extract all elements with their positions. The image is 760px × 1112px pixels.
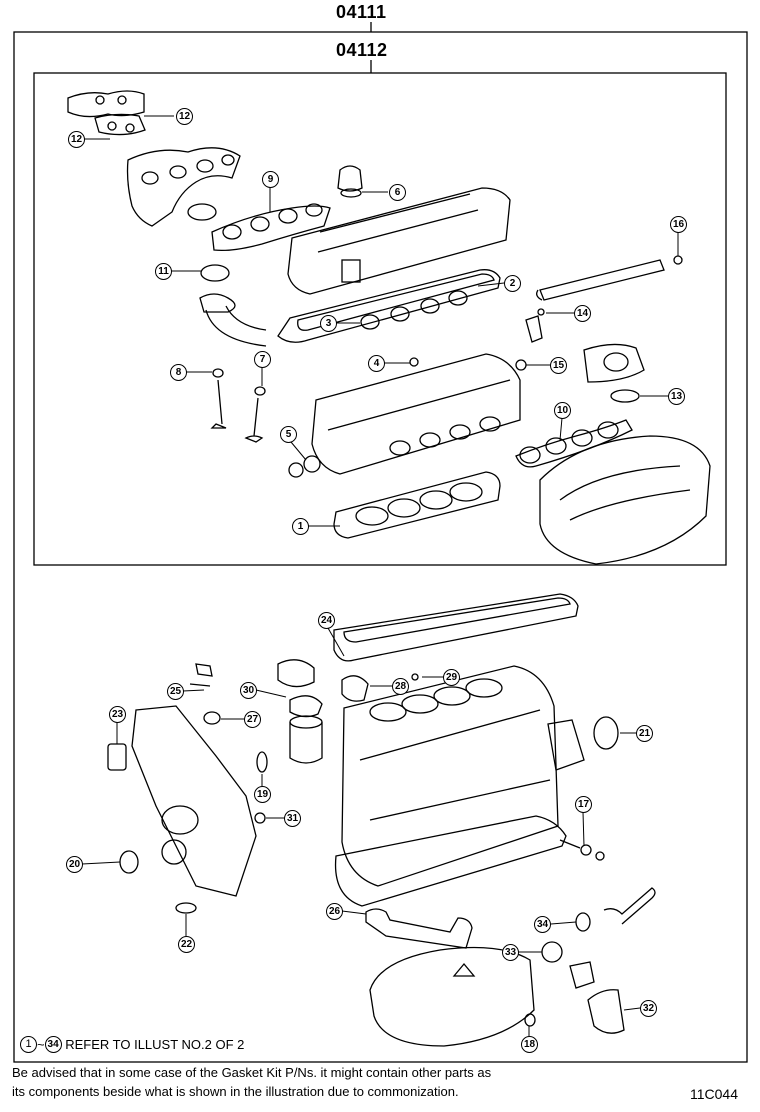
callout-32: 32 <box>640 1000 657 1017</box>
callout-19: 19 <box>254 786 271 803</box>
bracket-23 <box>107 743 127 771</box>
sensor-and-oring <box>515 308 545 371</box>
upper-section-frame <box>33 72 727 566</box>
callout-33: 33 <box>502 944 519 961</box>
oil-filler-cap <box>337 165 363 198</box>
refer-text: REFER TO ILLUST NO.2 OF 2 <box>65 1037 245 1053</box>
exhaust-manifold <box>126 147 241 227</box>
kit-number-inner: 04112 <box>336 40 388 60</box>
cylinder-block <box>341 665 559 887</box>
callout-20: 20 <box>66 856 83 873</box>
refer-to-badge: 34 <box>44 1036 62 1054</box>
callout-3: 3 <box>320 315 337 332</box>
footer-line-1: Be advised that in some case of the Gask… <box>12 1065 492 1080</box>
valves <box>210 368 266 443</box>
callout-34: 34 <box>534 916 551 933</box>
water-bypass-pipe <box>536 255 683 301</box>
oil-pan-gasket-upper <box>333 593 579 662</box>
callout-1: 1 <box>292 518 309 535</box>
exhaust-pipe <box>199 293 267 347</box>
callout-29: 29 <box>443 669 460 686</box>
callout-24: 24 <box>318 612 335 629</box>
callout-11: 11 <box>155 263 172 280</box>
callout-10: 10 <box>554 402 571 419</box>
water-outlet-housing <box>583 343 645 383</box>
callout-12: 12 <box>176 108 193 125</box>
callout-23: 23 <box>109 706 126 723</box>
oring-13 <box>610 389 640 403</box>
refer-tilde: ~ <box>37 1037 45 1053</box>
callout-26: 26 <box>326 903 343 920</box>
water-inlet-housing <box>277 659 323 718</box>
callout-18: 18 <box>521 1036 538 1053</box>
small-sensor-25 <box>189 663 213 687</box>
callout-4: 4 <box>368 355 385 372</box>
timing-chain-cover <box>131 705 257 897</box>
cylinder-head-gasket <box>333 471 501 539</box>
callout-28: 28 <box>392 678 409 695</box>
callout-13: 13 <box>668 388 685 405</box>
plug-gasket-22 <box>175 902 197 914</box>
head-cover-gasket <box>277 269 501 343</box>
callout-5: 5 <box>280 426 297 443</box>
callout-22: 22 <box>178 936 195 953</box>
callout-27: 27 <box>244 711 261 728</box>
callout-14: 14 <box>574 305 591 322</box>
callout-6: 6 <box>389 184 406 201</box>
oil-pan <box>369 946 535 1047</box>
callout-2: 2 <box>504 275 521 292</box>
callout-16: 16 <box>670 216 687 233</box>
cylinder-head-cover <box>287 187 511 295</box>
outer-kit-frame <box>13 31 748 1063</box>
seal-27 <box>203 711 221 725</box>
leader-lines <box>81 115 679 1036</box>
crank-oil-seal-20 <box>119 850 139 874</box>
callout-31: 31 <box>284 810 301 827</box>
spark-plug-tube-gaskets <box>360 290 468 330</box>
small-washer-4 <box>409 357 419 367</box>
rear-oil-seal-retainer <box>547 716 619 771</box>
oil-pan-baffle <box>334 815 567 907</box>
callout-7: 7 <box>254 351 271 368</box>
refer-note: 1~34 REFER TO ILLUST NO.2 OF 2 <box>20 1036 245 1054</box>
oring-29 <box>411 673 419 681</box>
exhaust-gasket-parts <box>67 90 146 136</box>
gasket-28 <box>341 675 369 702</box>
plug-18 <box>524 1013 536 1027</box>
cylinder-head <box>311 353 521 475</box>
callout-15: 15 <box>550 357 567 374</box>
intake-manifold <box>539 435 711 565</box>
oil-strainer <box>365 908 473 949</box>
callout-8: 8 <box>170 364 187 381</box>
oil-filter <box>289 715 323 764</box>
kit-number-outer: 04111 <box>336 2 387 22</box>
callout-9: 9 <box>262 171 279 188</box>
callout-21: 21 <box>636 725 653 742</box>
intake-manifold-gasket <box>515 419 633 468</box>
callout-25: 25 <box>167 683 184 700</box>
refer-from-badge: 1 <box>20 1036 37 1054</box>
footer-line-2: its components beside what is shown in t… <box>12 1084 459 1099</box>
callout-17: 17 <box>575 796 592 813</box>
camshaft-seal-5 <box>288 455 321 478</box>
oring-17 <box>559 839 605 861</box>
callout-30: 30 <box>240 682 257 699</box>
exhaust-manifold-gasket <box>211 203 331 252</box>
thermostat-parts <box>541 887 656 1034</box>
exhaust-pipe-gasket <box>200 264 230 282</box>
callout-12: 12 <box>68 131 85 148</box>
oring-31 <box>254 812 266 824</box>
illustration-code: 11C044 <box>690 1086 739 1102</box>
oring-19 <box>256 751 268 773</box>
